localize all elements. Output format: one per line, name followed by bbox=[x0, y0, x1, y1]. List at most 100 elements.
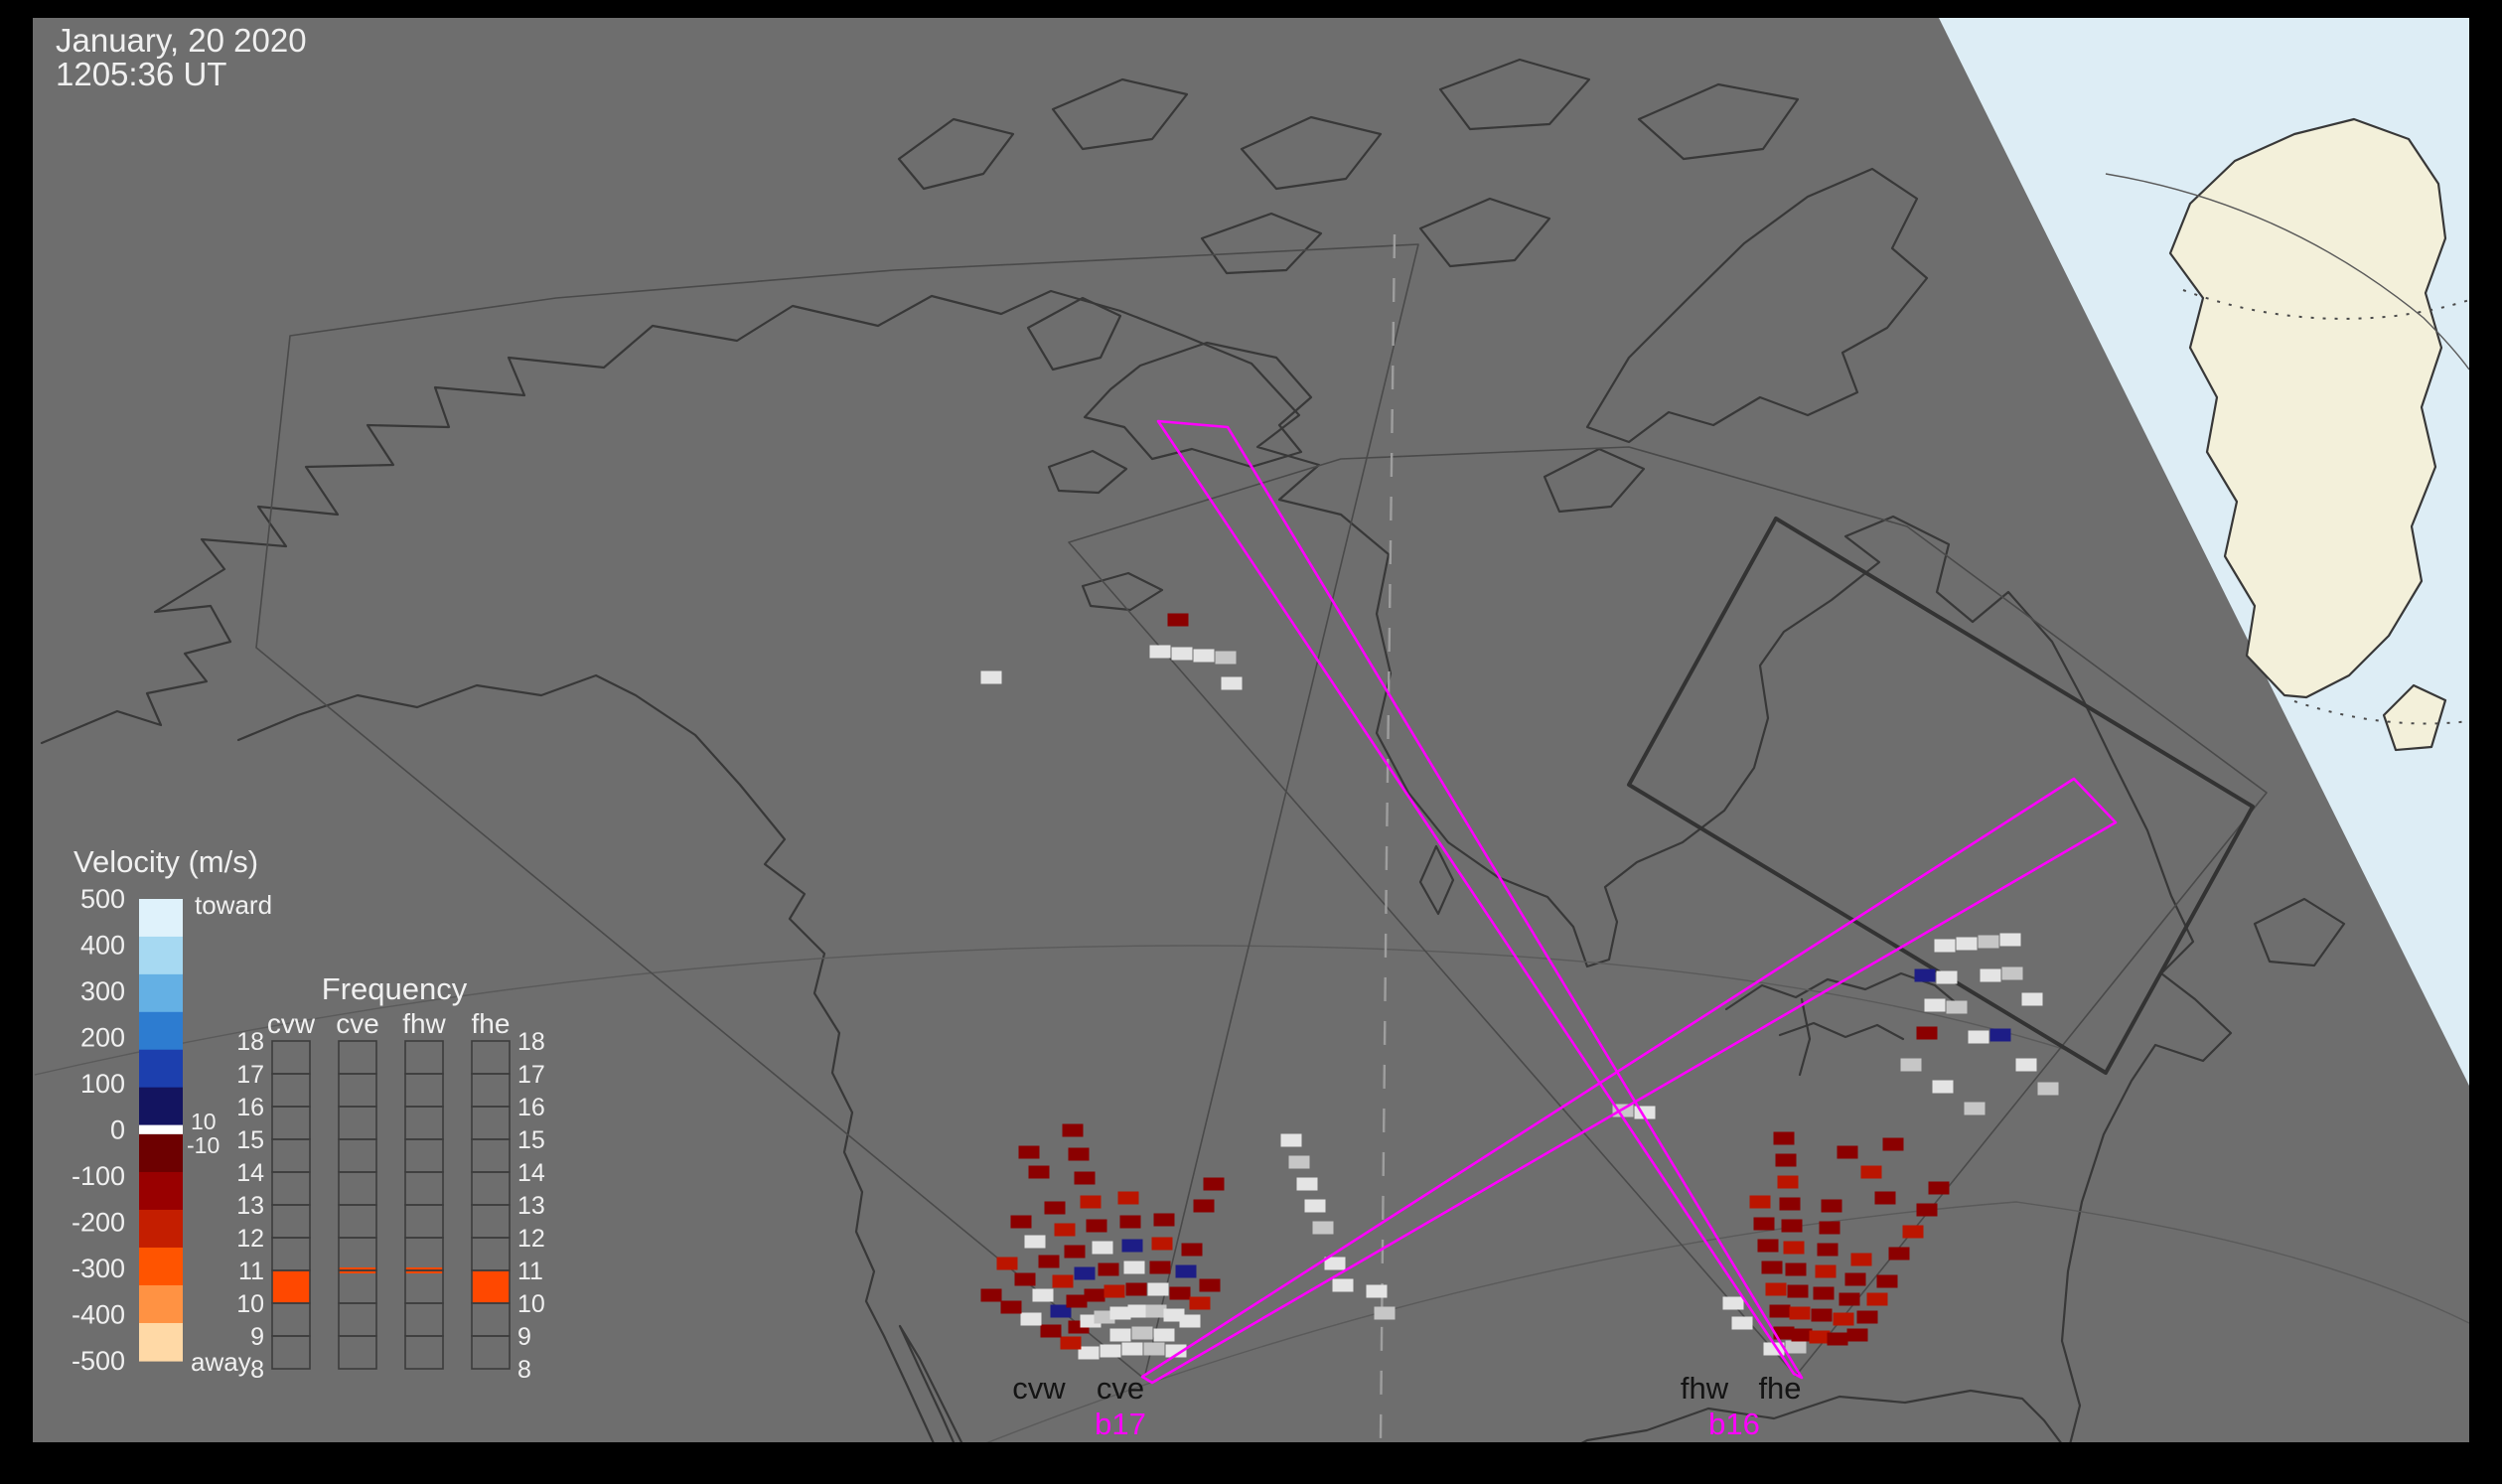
gulf-of-california-coast bbox=[898, 1324, 963, 1442]
colorbar-segment-zero bbox=[139, 1124, 183, 1134]
velocity-cell bbox=[1062, 1123, 1084, 1137]
velocity-cell bbox=[1753, 1217, 1775, 1231]
velocity-cell bbox=[1074, 1266, 1096, 1280]
velocity-cell bbox=[1123, 1261, 1145, 1274]
banks-island bbox=[1026, 296, 1122, 371]
colorbar-segment-away bbox=[139, 1247, 183, 1286]
west-coast bbox=[236, 673, 935, 1442]
graticule-arc-low bbox=[986, 1201, 2469, 1442]
time-label: 1205:36 UT bbox=[56, 56, 226, 92]
velocity-cell bbox=[2037, 1082, 2059, 1096]
velocity-cell bbox=[1785, 1340, 1807, 1354]
velocity-cell bbox=[1980, 968, 2001, 982]
frequency-cell bbox=[271, 1335, 311, 1370]
day-dotted-arc-1 bbox=[2182, 289, 2469, 320]
velocity-cell bbox=[1779, 1197, 1801, 1211]
velocity-cell bbox=[1964, 1102, 1986, 1115]
baffin-island bbox=[1585, 167, 1929, 444]
velocity-cell bbox=[1121, 1239, 1143, 1253]
velocity-cell bbox=[1773, 1326, 1795, 1340]
velocity-cell bbox=[1127, 1304, 1149, 1318]
velocity-cell bbox=[1968, 1030, 1989, 1044]
frequency-tick-label-left: 9 bbox=[250, 1323, 264, 1351]
velocity-cell bbox=[1304, 1199, 1326, 1213]
velocity-cell bbox=[996, 1257, 1018, 1270]
colorbar-segment-toward bbox=[139, 936, 183, 975]
velocity-cell bbox=[1078, 1346, 1100, 1360]
velocity-tick-label: -200 bbox=[72, 1208, 125, 1238]
frequency-tick-label-right: 14 bbox=[517, 1159, 545, 1187]
velocity-cell bbox=[980, 1288, 1002, 1302]
velocity-cell bbox=[1109, 1306, 1131, 1320]
velocity-cell bbox=[1092, 1241, 1113, 1255]
velocity-cell bbox=[1181, 1243, 1203, 1257]
velocity-cell bbox=[1856, 1310, 1878, 1324]
radar-site-labels: cvw cve b17 fhw fhe b16 bbox=[1012, 1371, 1801, 1441]
velocity-cell bbox=[1074, 1171, 1096, 1185]
frequency-tick-label-left: 14 bbox=[236, 1159, 264, 1187]
velocity-cell bbox=[2015, 1058, 2037, 1072]
fh-radar-fov bbox=[1068, 446, 2268, 1377]
velocity-cell bbox=[1811, 1308, 1833, 1322]
velocity-cell bbox=[1094, 1310, 1115, 1324]
velocity-cell bbox=[1050, 1304, 1072, 1318]
velocity-cell bbox=[1769, 1304, 1791, 1318]
velocity-cell bbox=[1109, 1328, 1131, 1342]
velocity-cell bbox=[2021, 992, 2043, 1006]
velocity-cell bbox=[1787, 1284, 1809, 1298]
velocity-cell bbox=[1902, 1225, 1924, 1239]
velocity-cell bbox=[1999, 933, 2021, 947]
velocity-cell bbox=[1866, 1292, 1888, 1306]
velocity-cell bbox=[1149, 645, 1171, 659]
velocity-cell bbox=[1785, 1262, 1807, 1276]
velocity-cell bbox=[1914, 968, 1936, 982]
frequency-tick-label-right: 10 bbox=[517, 1290, 545, 1318]
colorbar-segment-toward bbox=[139, 1011, 183, 1051]
velocity-cell bbox=[1837, 1145, 1858, 1159]
velocity-tick-label: 400 bbox=[80, 931, 125, 961]
arctic-island-6 bbox=[1200, 212, 1323, 275]
velocity-cell bbox=[1040, 1324, 1062, 1338]
velocity-cell bbox=[1813, 1286, 1835, 1300]
velocity-cell bbox=[1916, 1026, 1938, 1040]
velocity-tick-label: 200 bbox=[80, 1023, 125, 1053]
colorbar-segment-away bbox=[139, 1171, 183, 1211]
colorbar-segment-away bbox=[139, 1322, 183, 1362]
frequency-highlight-block bbox=[472, 1270, 510, 1303]
great-lakes-south bbox=[1778, 1021, 1905, 1041]
velocity-cell bbox=[1098, 1262, 1119, 1276]
velocity-cell bbox=[1153, 1213, 1175, 1227]
frequency-tick-label-right: 13 bbox=[517, 1192, 545, 1220]
velocity-cell bbox=[1312, 1221, 1334, 1235]
velocity-cell bbox=[1028, 1165, 1050, 1179]
velocity-cell bbox=[1066, 1294, 1088, 1308]
velocity-tick-label: -300 bbox=[72, 1254, 125, 1283]
velocity-cell bbox=[1038, 1255, 1060, 1268]
velocity-cell bbox=[1882, 1137, 1904, 1151]
lake-michigan bbox=[1798, 997, 1812, 1077]
velocity-cell bbox=[1199, 1278, 1221, 1292]
velocity-cell bbox=[1773, 1131, 1795, 1145]
velocity-cell bbox=[1149, 1261, 1171, 1274]
velocity-tick-label: 300 bbox=[80, 976, 125, 1006]
radar-label-fhe: fhe bbox=[1758, 1371, 1801, 1406]
arctic-island-3 bbox=[1240, 115, 1383, 191]
great-slave-lake bbox=[1081, 571, 1164, 612]
frequency-tick-label-right: 11 bbox=[517, 1258, 543, 1285]
velocity-cell bbox=[1145, 1304, 1167, 1318]
velocity-cell bbox=[1193, 649, 1215, 663]
arctic-mainland-coast bbox=[40, 289, 2233, 1442]
velocity-cell bbox=[1296, 1177, 1318, 1191]
frequency-cell bbox=[404, 1335, 444, 1370]
velocity-tick-labels: 5004003002001000-100-200-300-400-50010-1… bbox=[72, 884, 220, 1376]
velocity-cell bbox=[1932, 1080, 1954, 1094]
velocity-cell bbox=[1722, 1296, 1744, 1310]
velocity-cell bbox=[1121, 1342, 1143, 1356]
velocity-tick-label: -400 bbox=[72, 1300, 125, 1330]
velocity-cell bbox=[1163, 1308, 1185, 1322]
velocity-cell bbox=[1044, 1201, 1066, 1215]
velocity-cell bbox=[1850, 1253, 1872, 1266]
velocity-cell bbox=[1100, 1344, 1121, 1358]
velocity-cell bbox=[1781, 1219, 1803, 1233]
velocity-cell bbox=[1956, 937, 1978, 951]
